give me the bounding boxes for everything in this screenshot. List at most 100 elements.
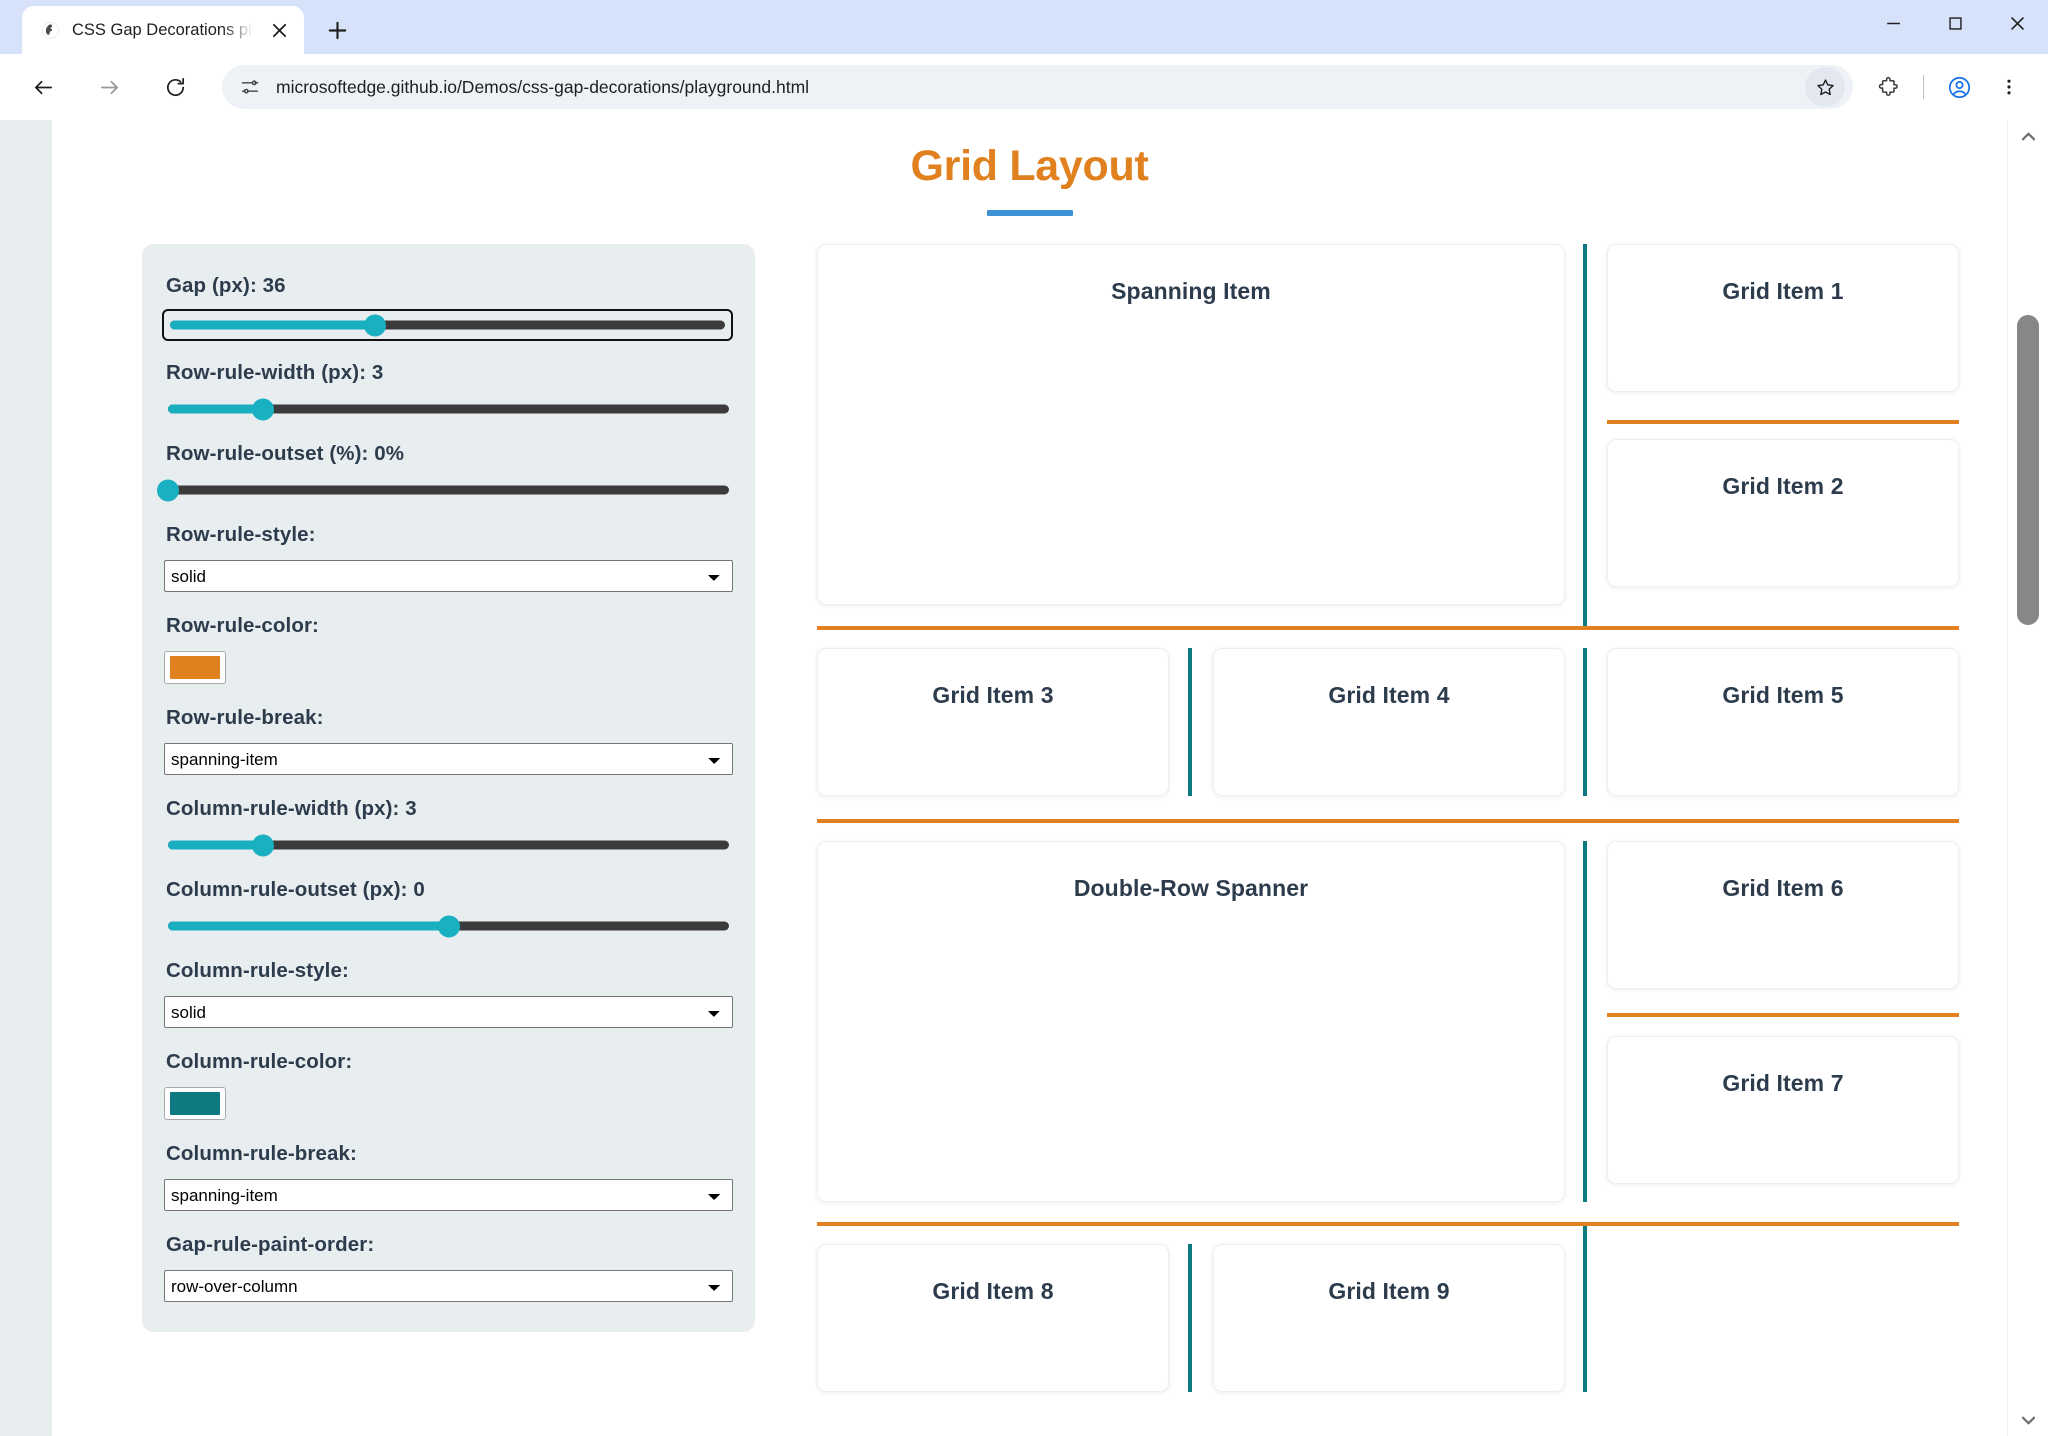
browser-toolbar: microsoftedge.github.io/Demos/css-gap-de… (0, 54, 2048, 120)
grid-item: Grid Item 2 (1607, 439, 1959, 587)
grid-item: Grid Item 9 (1213, 1244, 1565, 1392)
control-group-column-rule-style: Column-rule-style:nonesoliddasheddottedd… (164, 959, 733, 1028)
select-column-rule-style[interactable]: nonesoliddasheddotteddoublegrooveridgein… (164, 996, 733, 1028)
page-viewport: Grid Layout Gap (px): 36 Row-rule-width (… (0, 120, 2048, 1436)
row-rule-segment (817, 626, 1959, 630)
slider-track (170, 314, 725, 336)
control-label-row-rule-break: Row-rule-break: (166, 706, 324, 729)
account-circle-icon[interactable] (1934, 62, 1984, 112)
control-group-column-rule-color: Column-rule-color: (164, 1050, 733, 1120)
select-gap-rule-paint-order[interactable]: row-over-columncolumn-over-row (164, 1270, 733, 1302)
control-group-column-rule-width: Column-rule-width (px): 3 (164, 797, 733, 856)
scroll-down-arrow-icon[interactable] (2008, 1406, 2048, 1434)
toolbar-divider (1923, 75, 1924, 99)
slider-thumb[interactable] (364, 314, 387, 336)
three-dot-menu-icon[interactable] (1984, 62, 2034, 112)
scroll-up-arrow-icon[interactable] (2008, 122, 2048, 150)
globe-icon (40, 20, 61, 41)
slider-fill (168, 840, 264, 850)
control-label-gap: Gap (px): 36 (166, 274, 286, 297)
control-label-row-rule-width: Row-rule-width (px): 3 (166, 361, 384, 384)
address-bar[interactable]: microsoftedge.github.io/Demos/css-gap-de… (222, 65, 1853, 109)
control-group-row-rule-break: Row-rule-break: nonespanning-itemintersec… (164, 706, 733, 775)
select-column-rule-break[interactable]: nonespanning-itemintersection (164, 1179, 733, 1211)
page-scrollbar[interactable] (2007, 120, 2048, 1436)
grid-item: Grid Item 6 (1607, 841, 1959, 989)
control-group-column-rule-break: Column-rule-break: nonespanning-iteminter… (164, 1142, 733, 1211)
web-page: Grid Layout Gap (px): 36 Row-rule-width (… (52, 120, 2007, 1436)
grid-demo: Spanning Item Grid Item 1 Grid Item 2 Grid … (817, 244, 1959, 1392)
extensions-puzzle-icon[interactable] (1863, 62, 1913, 112)
slider-fill (168, 404, 264, 414)
grid-item-label: Grid Item 9 (1328, 1278, 1450, 1304)
grid-item: Spanning Item (817, 244, 1565, 605)
grid-item: Grid Item 3 (817, 648, 1169, 796)
grid-item-label: Grid Item 4 (1328, 682, 1450, 708)
window-close-icon[interactable] (1986, 0, 2048, 47)
slider-thumb[interactable] (437, 915, 460, 937)
slider-track (157, 479, 729, 501)
page-layout: Gap (px): 36 Row-rule-width (px): 3 Row-ru… (52, 216, 2007, 1392)
close-icon[interactable] (266, 17, 292, 43)
back-arrow-icon[interactable] (18, 62, 68, 112)
page-title: Grid Layout (910, 142, 1149, 190)
column-rule-segment (1583, 648, 1587, 796)
grid-item: Grid Item 8 (817, 1244, 1169, 1392)
control-group-gap-rule-paint-order: Gap-rule-paint-order: row-over-columncolu… (164, 1233, 733, 1302)
minimize-icon[interactable] (1862, 0, 1924, 47)
slider-row-rule-width[interactable] (166, 398, 731, 420)
grid-item: Grid Item 7 (1607, 1036, 1959, 1184)
slider-track (168, 398, 729, 420)
slider-thumb[interactable] (252, 398, 275, 420)
column-rule-segment (1583, 1222, 1587, 1392)
slider-thumb[interactable] (252, 834, 275, 856)
slider-column-rule-width[interactable] (166, 834, 731, 856)
grid-item: Grid Item 4 (1213, 648, 1565, 796)
grid-item-label: Grid Item 3 (932, 682, 1054, 708)
row-rule-segment (817, 819, 1959, 823)
grid-item-label: Spanning Item (1111, 278, 1271, 304)
grid-item-label: Grid Item 1 (1722, 278, 1844, 304)
tune-settings-icon[interactable] (236, 73, 264, 101)
tab-strip: CSS Gap Decorations playground (0, 0, 2048, 54)
new-tab-button[interactable] (318, 11, 356, 49)
select-row-rule-style[interactable]: nonesoliddasheddotteddoublegrooveridgein… (164, 560, 733, 592)
slider-track (168, 915, 729, 937)
column-rule-segment (1188, 1244, 1192, 1392)
color-swatch-fill (170, 656, 220, 679)
grid-item-label: Grid Item 7 (1722, 1070, 1844, 1096)
control-label-column-rule-color: Column-rule-color: (166, 1050, 353, 1073)
control-label-row-rule-outset: Row-rule-outset (%): 0% (166, 442, 405, 465)
control-group-row-rule-outset: Row-rule-outset (%): 0% (157, 442, 733, 501)
slider-row-rule-outset[interactable] (157, 479, 731, 501)
row-rule-segment (1607, 420, 1959, 424)
color-swatch-row-rule-color[interactable] (164, 651, 226, 684)
control-group-row-rule-style: Row-rule-style:nonesoliddasheddotteddoub… (164, 523, 733, 592)
grid-item-label: Grid Item 5 (1722, 682, 1844, 708)
color-swatch-fill (170, 1092, 220, 1115)
slider-gap[interactable] (162, 309, 733, 341)
star-icon[interactable] (1805, 67, 1845, 107)
color-swatch-column-rule-color[interactable] (164, 1087, 226, 1120)
control-label-row-rule-color: Row-rule-color: (166, 614, 319, 637)
scrollbar-thumb[interactable] (2017, 315, 2039, 625)
row-rule-segment (817, 1222, 1959, 1226)
browser-tab[interactable]: CSS Gap Decorations playground (22, 6, 304, 54)
grid-item-label: Grid Item 8 (932, 1278, 1054, 1304)
select-row-rule-break[interactable]: nonespanning-itemintersection (164, 743, 733, 775)
control-label-column-rule-break: Column-rule-break: (166, 1142, 357, 1165)
slider-fill (170, 320, 376, 330)
grid-item: Double-Row Spanner (817, 841, 1565, 1202)
maximize-icon[interactable] (1924, 0, 1986, 47)
slider-column-rule-outset[interactable] (166, 915, 731, 937)
slider-track (168, 834, 729, 856)
reload-icon[interactable] (150, 62, 200, 112)
forward-arrow-icon[interactable] (84, 62, 134, 112)
tab-title: CSS Gap Decorations playground (72, 20, 255, 39)
slider-thumb[interactable] (157, 479, 179, 501)
row-rule-segment (1607, 1013, 1959, 1017)
control-label-column-rule-outset: Column-rule-outset (px): 0 (166, 878, 425, 901)
control-group-column-rule-outset: Column-rule-outset (px): 0 (164, 878, 733, 937)
control-label-gap-rule-paint-order: Gap-rule-paint-order: (166, 1233, 375, 1256)
